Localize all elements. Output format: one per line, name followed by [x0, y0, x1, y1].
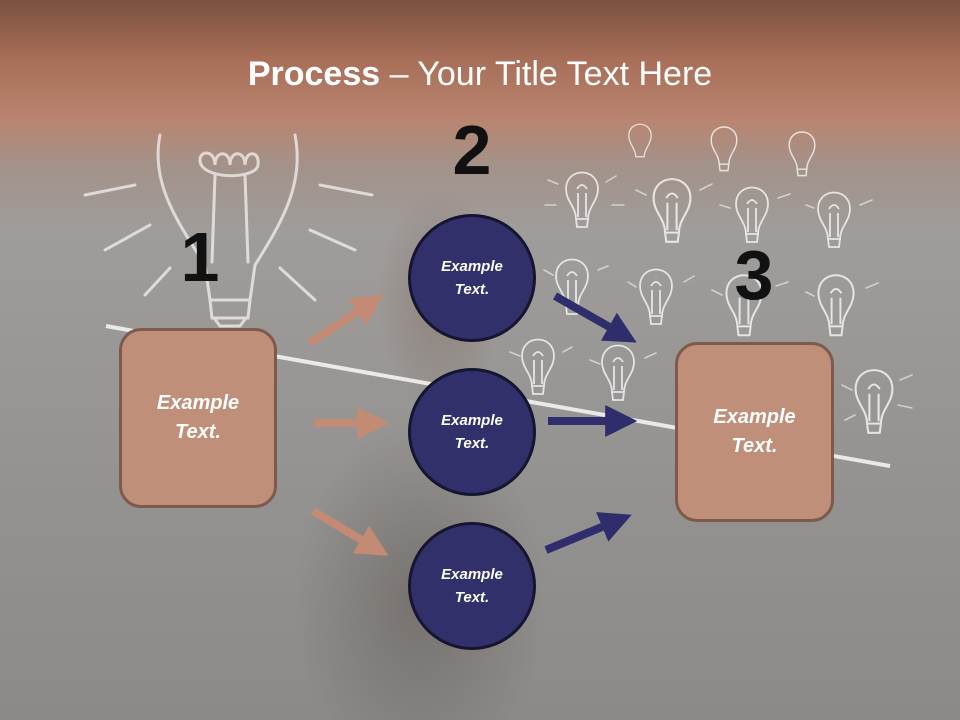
arrow-to-circle-top	[307, 294, 385, 347]
circle-step-top[interactable]: Example Text.	[408, 214, 536, 342]
step-number-1: 1	[180, 218, 220, 296]
circle-step-middle[interactable]: Example Text.	[408, 368, 536, 496]
title-bold-part: Process	[247, 55, 381, 93]
circle-step-top-text: Example Text.	[441, 258, 503, 298]
circle-step-middle-text: Example Text.	[441, 412, 503, 452]
arrow-from-circle-bottom	[544, 512, 632, 554]
step-box-left-text: Example Text.	[156, 392, 240, 443]
circle-step-bottom-text: Example Text.	[441, 566, 503, 606]
step-number-2: 2	[452, 111, 492, 189]
big-lightbulb-icon	[83, 133, 374, 328]
slide-title: Process – Your Title Text Here	[0, 54, 960, 94]
step-box-left[interactable]: Example Text.	[119, 328, 277, 508]
step-box-right[interactable]: Example Text.	[675, 342, 834, 522]
step-number-3: 3	[734, 236, 774, 314]
title-rest-part: – Your Title Text Here	[380, 55, 713, 93]
circle-step-bottom[interactable]: Example Text.	[408, 522, 536, 650]
arrow-to-circle-bottom	[310, 507, 389, 556]
step-box-right-text: Example Text.	[713, 406, 796, 457]
arrow-from-circle-top	[553, 292, 637, 343]
